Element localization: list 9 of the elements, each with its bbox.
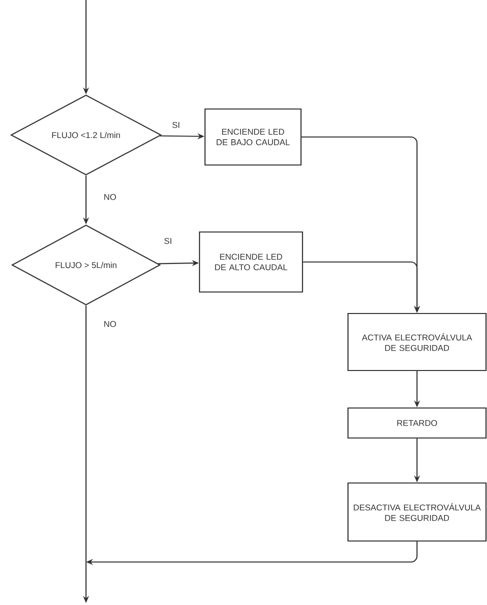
process-box: ENCIENDE LED DE BAJO CAUDAL (204, 108, 302, 166)
edge-label: NO (102, 193, 118, 201)
process-box: ENCIENDE LED DE ALTO CAUDAL (198, 231, 304, 293)
process-box: ACTIVA ELECTROVÁLVULA DE SEGURIDAD (347, 312, 487, 372)
process-box: RETARDO (347, 407, 487, 439)
edge-label: SI (171, 121, 181, 129)
edge-label: NO (102, 320, 118, 328)
process-box: DESACTIVA ELECTROVÁLVULA DE SEGURIDAD (347, 482, 487, 542)
edge-label: SI (163, 237, 173, 245)
